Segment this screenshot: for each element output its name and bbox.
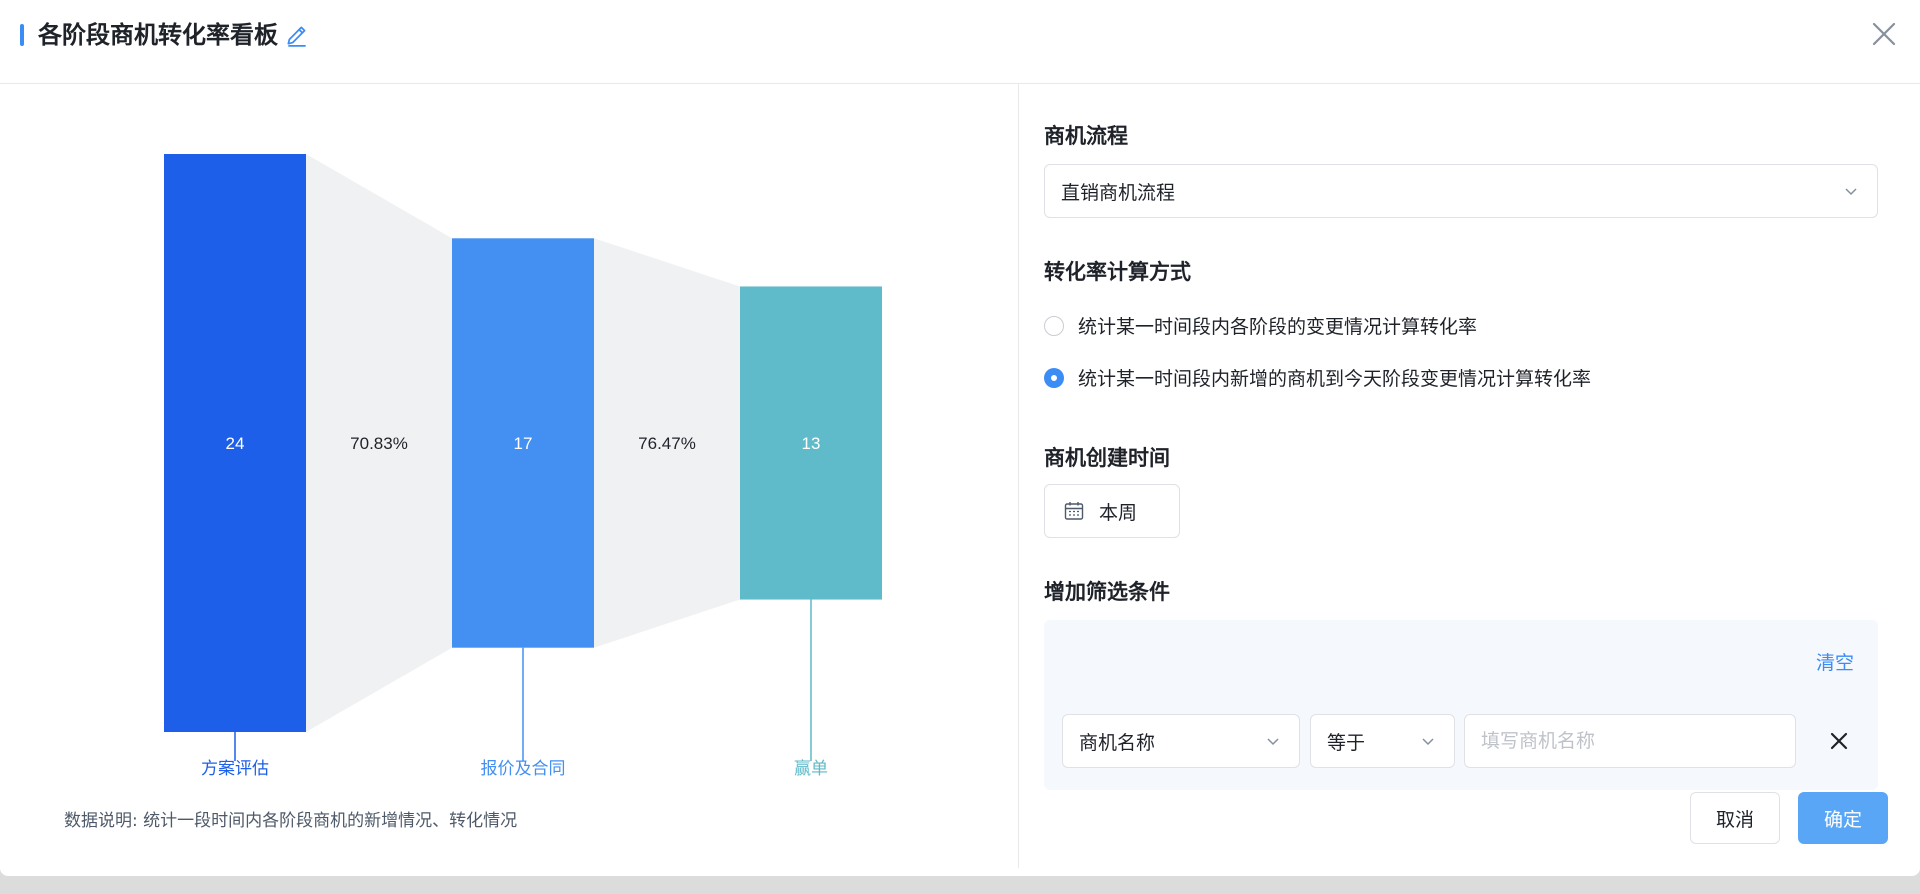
modal-header: 各阶段商机转化率看板 (0, 0, 1920, 84)
method-option-new-to-today[interactable]: 统计某一时间段内新增的商机到今天阶段变更情况计算转化率 (1044, 364, 1591, 391)
chevron-down-icon (1422, 738, 1434, 746)
close-icon[interactable] (1868, 18, 1900, 50)
process-select[interactable]: 直销商机流程 (1044, 164, 1878, 218)
filter-operator-value: 等于 (1327, 731, 1366, 754)
filter-operator-select[interactable]: 等于 (1310, 714, 1455, 768)
title-accent-bar (20, 24, 24, 46)
radio-unchecked[interactable] (1044, 315, 1064, 336)
process-select-value: 直销商机流程 (1061, 181, 1176, 204)
clear-filters-link[interactable]: 清空 (1816, 652, 1855, 674)
created-time-value: 本周 (1099, 501, 1138, 524)
conversion-rate-label: 70.83% (350, 434, 408, 453)
funnel-connector (306, 154, 452, 732)
filter-value-input[interactable] (1464, 714, 1796, 768)
filter-field-select[interactable]: 商机名称 (1062, 714, 1300, 768)
remove-filter-icon[interactable] (1826, 728, 1852, 754)
funnel-value-label: 17 (514, 434, 533, 453)
data-note: 数据说明: 统计一段时间内各阶段商机的新增情况、转化情况 (64, 811, 518, 831)
funnel-bar (740, 286, 882, 600)
chevron-down-icon (1267, 738, 1279, 746)
method-option-stage-change[interactable]: 统计某一时间段内各阶段的变更情况计算转化率 (1044, 312, 1477, 339)
process-label: 商机流程 (1044, 124, 1128, 148)
calendar-icon (1064, 502, 1084, 520)
stage-category-label: 赢单 (794, 759, 828, 779)
funnel-value-label: 13 (802, 434, 821, 453)
funnel-chart: 70.83% 76.47% 24 方案评估 17 报价及合同 13 赢单 (164, 154, 882, 779)
funnel-connector (594, 238, 740, 648)
funnel-value-label: 24 (226, 434, 245, 453)
funnel-bar (164, 154, 306, 732)
dashboard-modal: 各阶段商机转化率看板 70.83% 76.47% 24 方案评估 17 报价及合同 13 赢单… (0, 0, 1920, 876)
panel-divider (1018, 84, 1019, 868)
cancel-button[interactable]: 取消 (1690, 792, 1780, 844)
created-time-picker[interactable]: 本周 (1044, 484, 1180, 538)
method-option-label: 统计某一时间段内新增的商机到今天阶段变更情况计算转化率 (1078, 368, 1592, 390)
filter-field-value: 商机名称 (1079, 731, 1156, 754)
filter-label: 增加筛选条件 (1044, 580, 1170, 604)
page-title: 各阶段商机转化率看板 (38, 21, 278, 49)
funnel-bar (452, 238, 594, 648)
stage-category-label: 方案评估 (201, 759, 269, 779)
method-label: 转化率计算方式 (1044, 260, 1191, 284)
radio-checked[interactable] (1044, 367, 1064, 388)
edit-icon[interactable] (284, 22, 310, 48)
conversion-rate-label: 76.47% (638, 434, 696, 453)
chevron-down-icon (1845, 188, 1857, 196)
created-time-label: 商机创建时间 (1044, 446, 1170, 470)
confirm-button[interactable]: 确定 (1798, 792, 1888, 844)
method-option-label: 统计某一时间段内各阶段的变更情况计算转化率 (1078, 316, 1478, 338)
stage-category-label: 报价及合同 (481, 759, 566, 779)
